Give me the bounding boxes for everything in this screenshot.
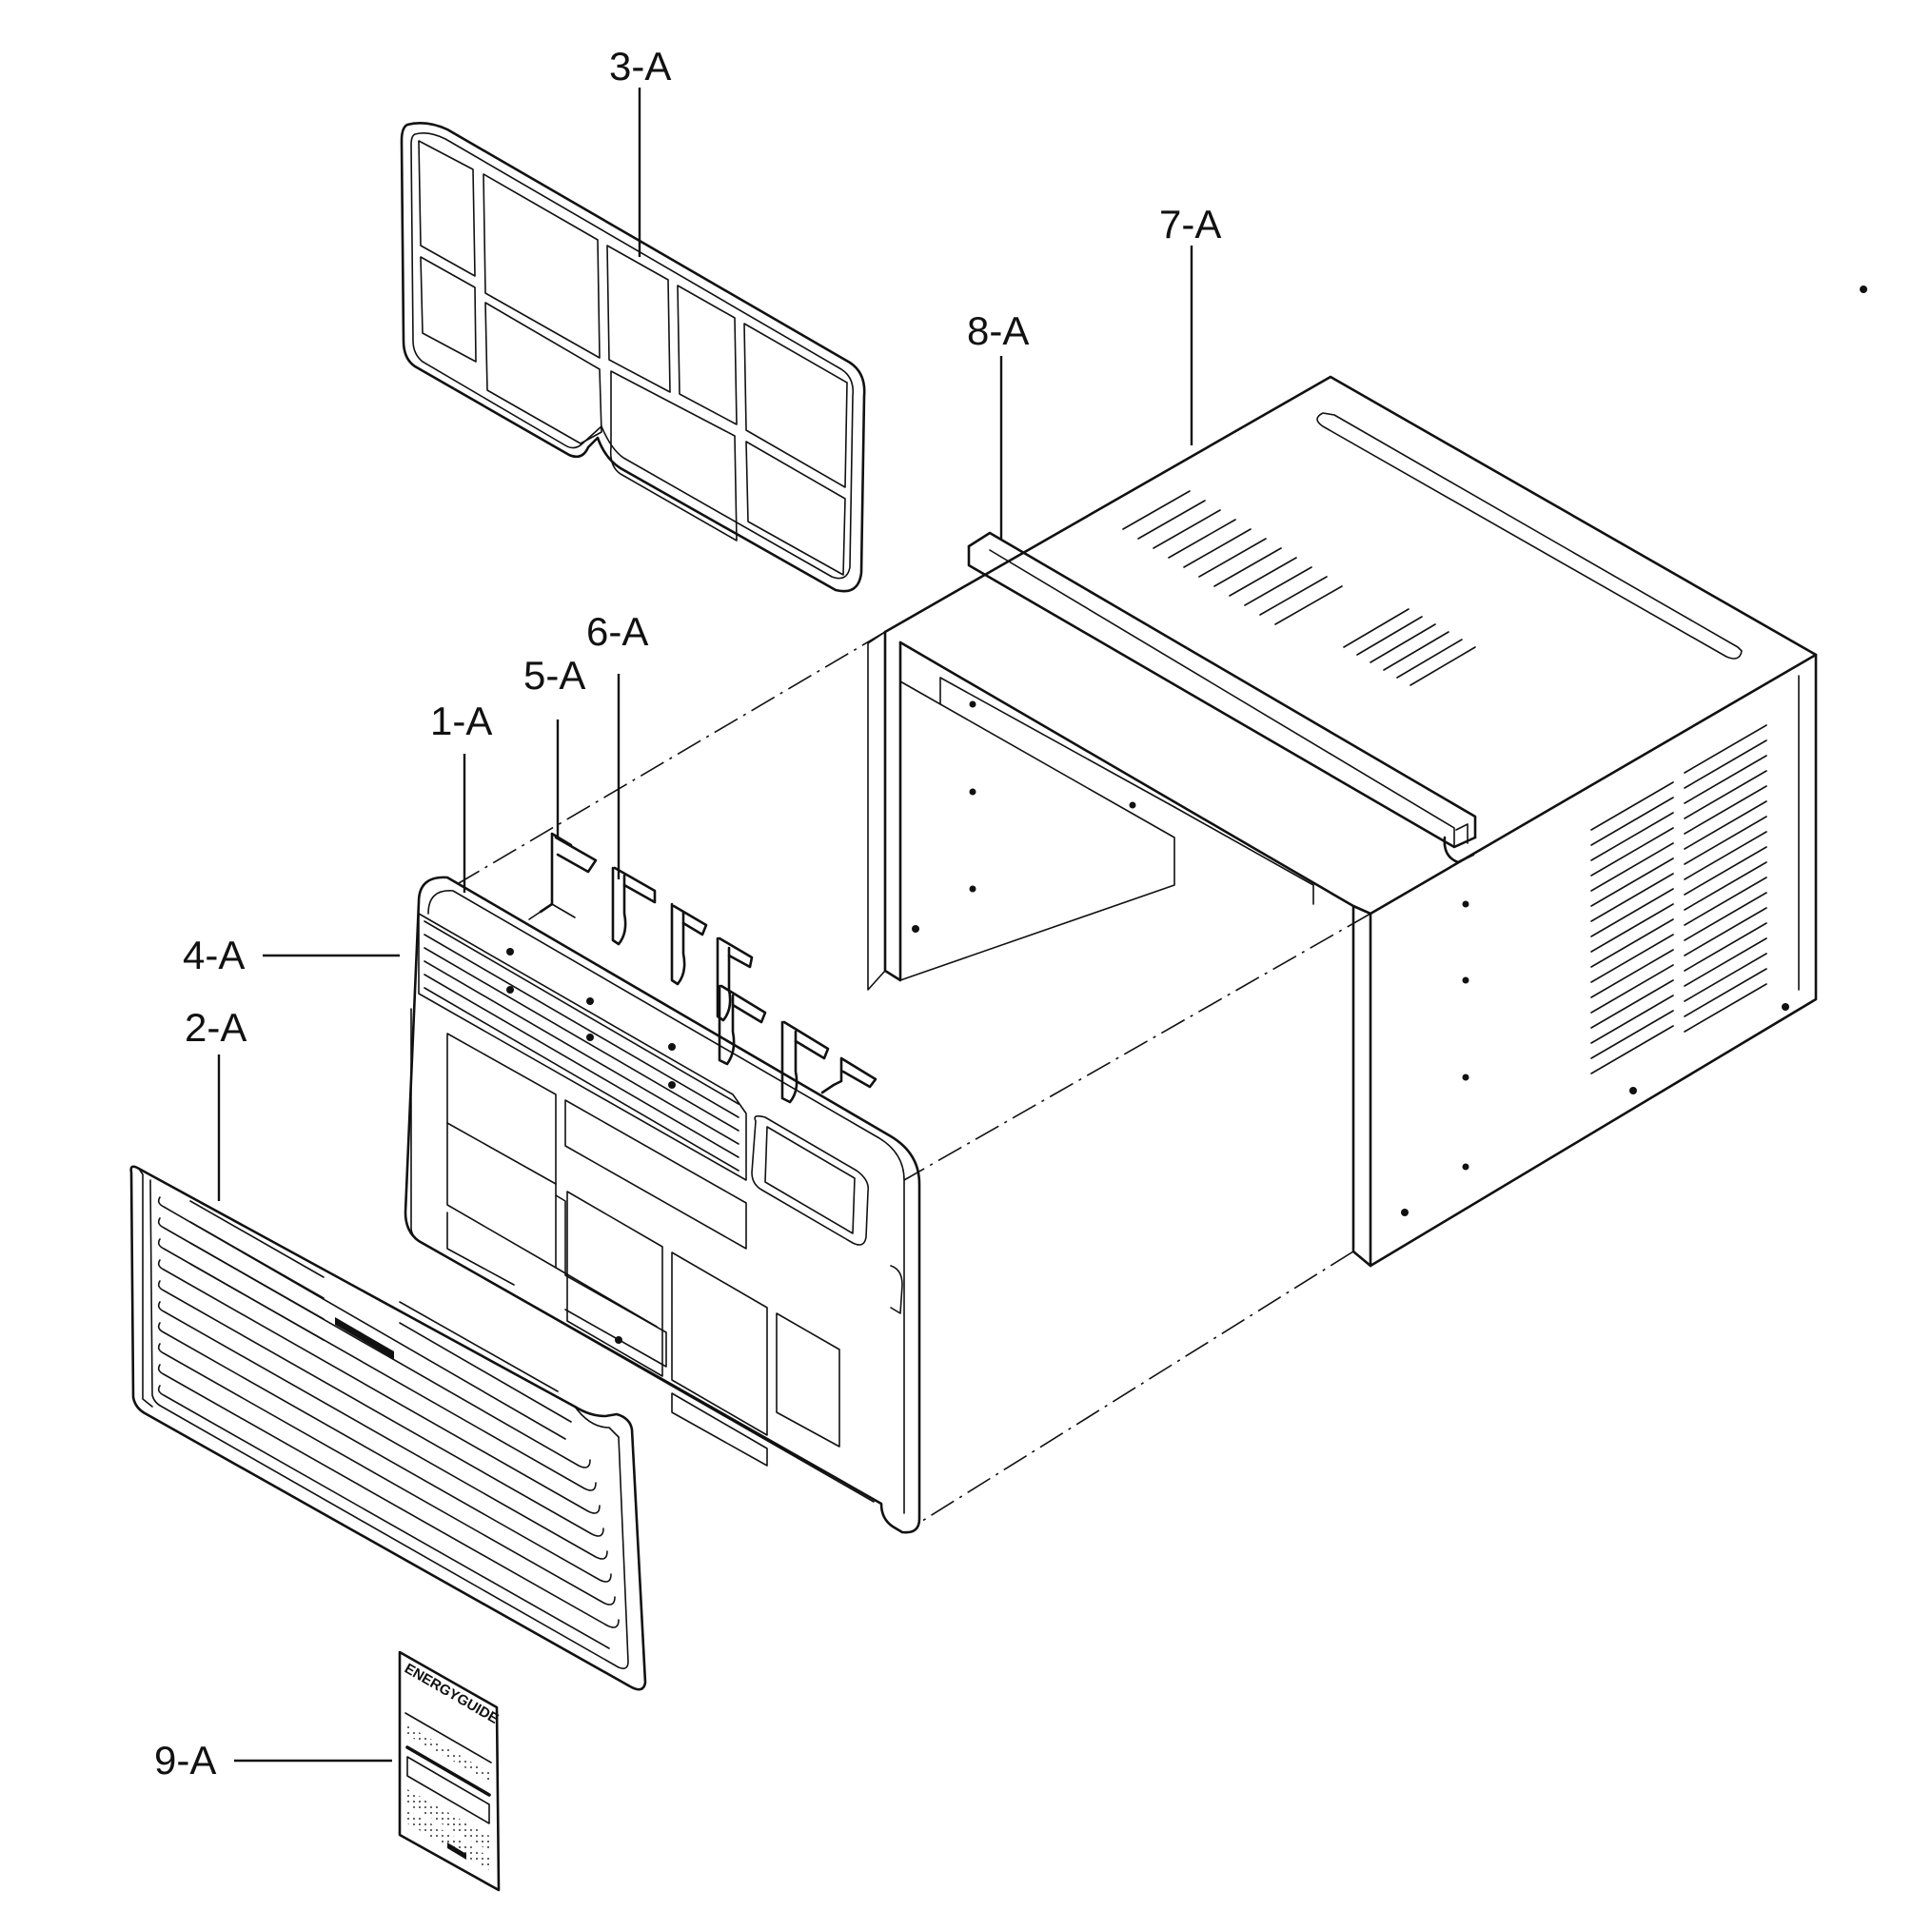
top-louver-group-rear	[1122, 490, 1343, 625]
part-3a-air-filter	[400, 122, 866, 593]
part-8a-rail	[967, 531, 1477, 864]
label-4a: 4-A	[183, 933, 245, 977]
label-6a: 6-A	[586, 609, 648, 654]
label-1a: 1-A	[430, 699, 492, 743]
label-5a: 5-A	[523, 653, 585, 698]
energy-guide-text: ENERGYGUIDE	[402, 1661, 502, 1727]
part-7a-cabinet	[867, 375, 1818, 1268]
label-8a: 8-A	[967, 308, 1029, 353]
label-9a: 9-A	[154, 1738, 216, 1783]
part-6a-louver-set	[611, 866, 754, 1022]
louver-set-lower	[718, 984, 877, 1104]
part-labels: 3-A 7-A 8-A 6-A 5-A 1-A 4-A 2-A 9-A	[154, 44, 1221, 1783]
part-1a-front-frame	[404, 876, 921, 1534]
alignment-lines	[458, 631, 1371, 1524]
side-louver-group-right	[1684, 724, 1767, 1033]
label-7a: 7-A	[1159, 202, 1221, 246]
part-2a-front-grille	[129, 1165, 647, 1691]
top-louver-group-front	[1343, 608, 1476, 686]
label-3a: 3-A	[609, 44, 671, 89]
part-5a-louver-set	[528, 832, 598, 920]
label-2a: 2-A	[185, 1005, 246, 1050]
side-louver-group-left	[1590, 781, 1674, 1074]
part-9a-energy-guide-label: ENERGYGUIDE	[398, 1650, 502, 1892]
leader-lines	[217, 88, 1193, 1763]
